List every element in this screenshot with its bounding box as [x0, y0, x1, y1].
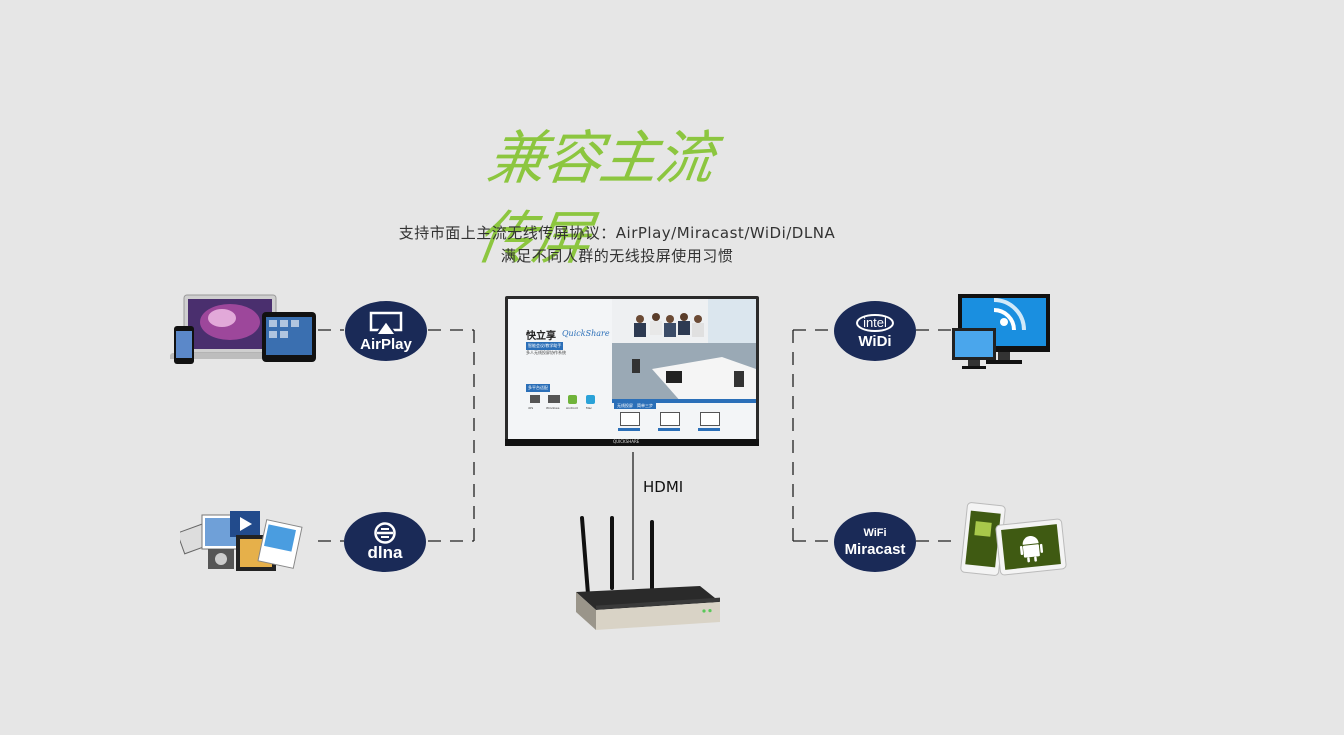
android-devices-illustration: [960, 498, 1068, 580]
step-2-button: [658, 428, 680, 431]
display-brand-latin: QuickShare: [562, 329, 610, 338]
display-line-b: 多人无线投屏协作系统: [526, 350, 566, 356]
step-1-button: [618, 428, 640, 431]
router-antenna-1: [582, 518, 588, 594]
display-content: 快立享 QuickShare 智能会议/教学助手 多人无线投屏协作系统 多平台适…: [508, 299, 756, 439]
meeting-room-photo: [612, 299, 756, 403]
display-platform-label: 多平台适配: [526, 384, 550, 392]
step-2-icon: [660, 412, 680, 426]
step-3-icon: [700, 412, 720, 426]
hdmi-label: HDMI: [643, 478, 683, 496]
step-1-icon: [620, 412, 640, 426]
display-brand-cn: 快立享: [526, 327, 556, 342]
intel-logo: intel: [856, 314, 894, 332]
miracast-label: Miracast: [845, 542, 906, 557]
airplay-label: AirPlay: [360, 337, 412, 352]
display-line-a: 智能会议/教学助手: [526, 342, 563, 350]
platform-windows-icon: [548, 395, 560, 403]
platform-mac-icon: [586, 395, 595, 404]
airplay-icon: [369, 311, 403, 337]
monitors-illustration: [952, 290, 1060, 372]
airplay-badge: AirPlay: [345, 301, 427, 361]
platform-ios-label: iOS: [528, 406, 533, 410]
display-footer-brand: QUICKSHARE: [613, 439, 639, 444]
dlna-badge: dlna: [344, 512, 426, 572]
wifi-logo: WiFi: [863, 527, 886, 539]
platform-android-label: Android: [566, 406, 578, 410]
apple-devices-illustration: [170, 292, 320, 367]
widi-label: WiDi: [858, 334, 891, 349]
miracast-badge: WiFi Miracast: [834, 512, 916, 572]
dlna-icon: [372, 522, 398, 544]
step-3-button: [698, 428, 720, 431]
display-strip-text: 无线投屏 简单三步: [614, 403, 656, 409]
display-bezel-bottom: QUICKSHARE: [505, 439, 759, 446]
platform-mac-label: Mac: [586, 406, 592, 410]
display-screen: 快立享 QuickShare 智能会议/教学助手 多人无线投屏协作系统 多平台适…: [505, 296, 759, 446]
wifi-logo-text: WiFi: [863, 527, 886, 539]
platform-android-icon: [568, 395, 577, 404]
dlna-label: dlna: [368, 544, 403, 562]
media-files-illustration: [180, 505, 305, 575]
router-box-illustration: [560, 508, 735, 636]
platform-windows-label: Windows: [546, 406, 559, 410]
platform-ios-icon: [530, 395, 540, 403]
widi-badge: intel WiDi: [834, 301, 916, 361]
